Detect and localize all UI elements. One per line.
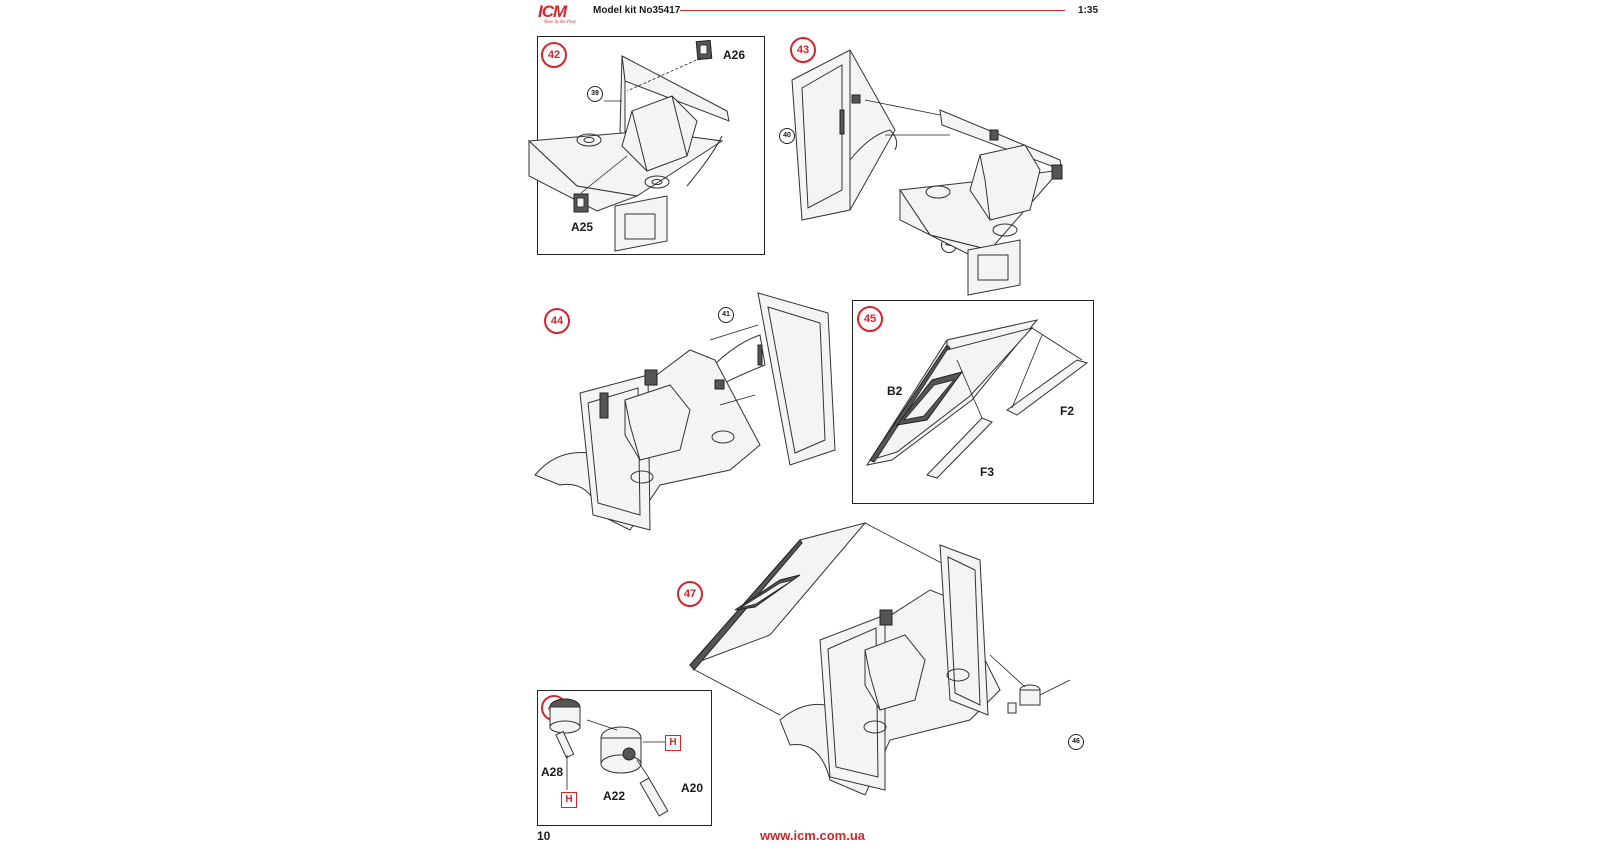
part-a25-label: A25	[571, 220, 594, 234]
part-a20-label: A20	[681, 781, 704, 795]
step-46-drawing	[549, 698, 669, 817]
model-kit-label: Model kit No35417	[593, 5, 681, 16]
step-45-frame	[852, 300, 1094, 504]
step-42-number: 42	[541, 42, 567, 68]
step-44-drawing	[534, 292, 836, 531]
glue-mark-h-bottom: H	[561, 792, 577, 808]
footer-url-link[interactable]: www.icm.com.ua	[760, 828, 865, 843]
scale-label: 1:35	[1078, 5, 1099, 16]
step-45-number: 45	[857, 306, 883, 332]
step-45-drawing	[865, 319, 1089, 479]
page-number: 10	[537, 829, 551, 843]
step-43-number: 43	[790, 37, 816, 63]
step-43-drawing	[791, 49, 1063, 296]
step-47-number: 47	[677, 581, 703, 607]
logo-tagline: Now in the Past	[544, 20, 576, 25]
icm-logo: ICM Now in the Past	[538, 3, 584, 25]
glue-mark-h-top: H	[665, 735, 681, 751]
step-47-ref-46: 46	[1068, 734, 1084, 750]
part-a26-label: A26	[723, 48, 746, 62]
part-a22-label: A22	[603, 789, 626, 803]
step-42-ref-39: 39	[587, 86, 603, 102]
step-42-drawing	[527, 39, 730, 252]
header-rule	[680, 10, 1065, 11]
step-44-number: 44	[544, 308, 570, 334]
step-47-drawing	[689, 522, 1071, 796]
part-b2-label: B2	[887, 384, 903, 398]
part-f3-label: F3	[980, 465, 995, 479]
part-a28-label: A28	[541, 765, 564, 779]
step-46-frame	[537, 690, 712, 826]
step-43-ref-40: 40	[779, 128, 795, 144]
step-44-ref-41: 41	[718, 307, 734, 323]
logo-text: ICM	[538, 2, 567, 21]
part-f2-label: F2	[1060, 404, 1075, 418]
